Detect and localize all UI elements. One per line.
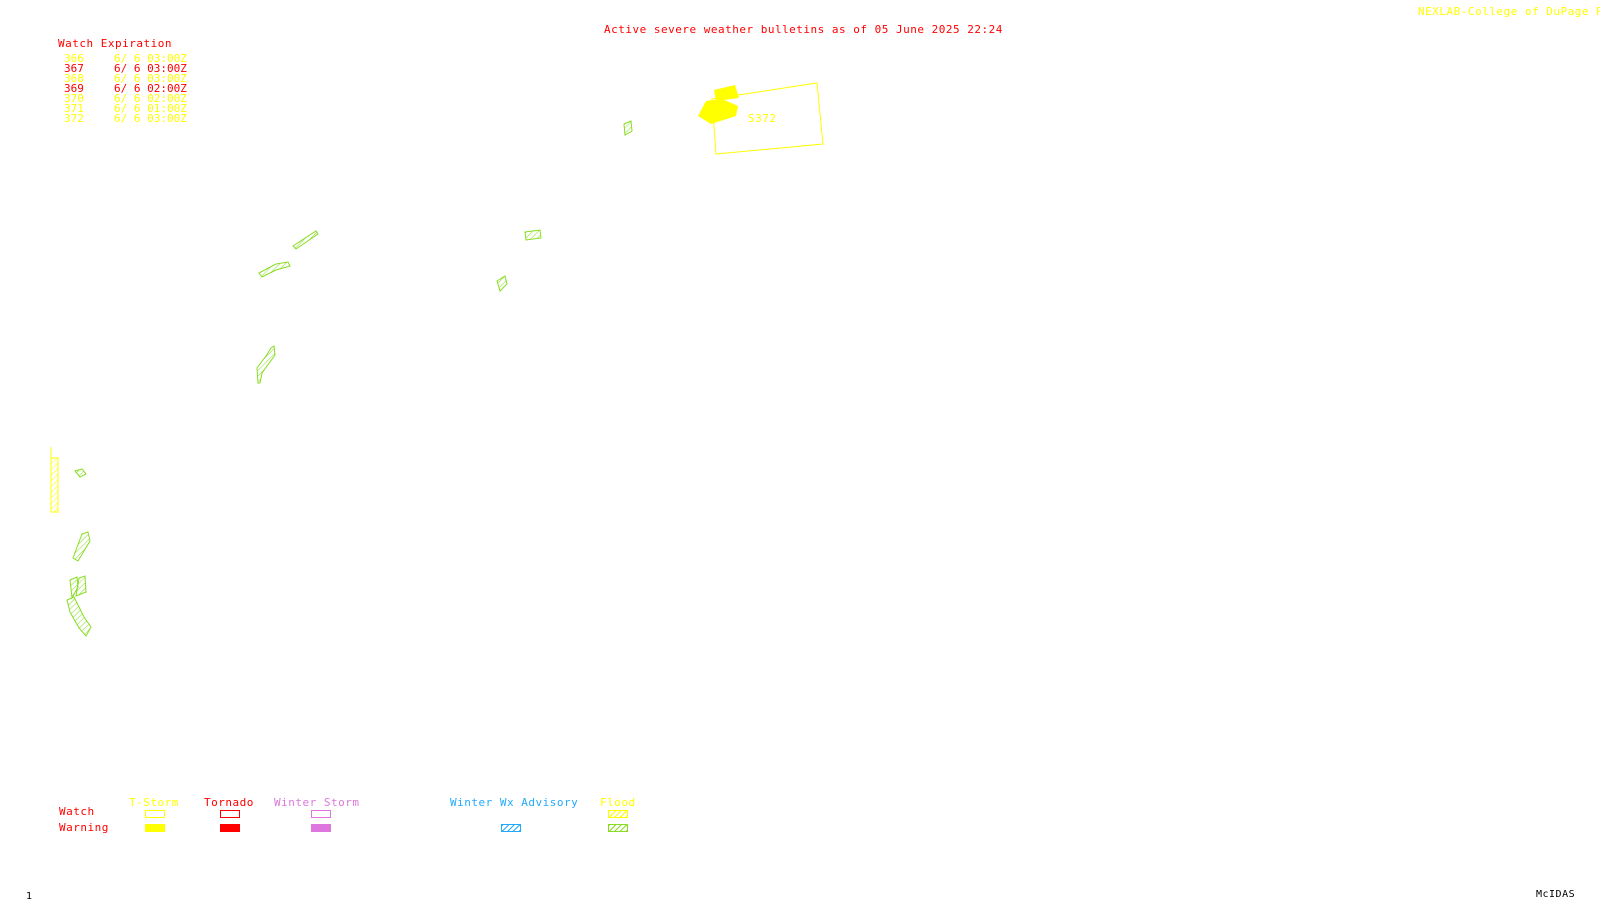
legend-flood-label: Flood bbox=[600, 796, 636, 809]
tstorm-warning-polygon bbox=[698, 99, 738, 124]
watch-row: 370 6/ 6 02:00Z bbox=[64, 92, 194, 105]
watch-id: 367 bbox=[64, 62, 84, 75]
flood-warning-polygon bbox=[256, 345, 276, 384]
credit-label: NEXLAB-College of DuPage ℞ bbox=[1418, 5, 1600, 18]
legend-tstorm-label: T-Storm bbox=[129, 796, 179, 809]
legend-winter-advisory-warning-swatch bbox=[501, 824, 521, 832]
legend-warning-label: Warning bbox=[59, 821, 109, 834]
watch-row: 366 6/ 6 03:00Z bbox=[64, 52, 194, 65]
watch-id: 366 bbox=[64, 52, 84, 65]
watch-row: 372 6/ 6 03:00Z bbox=[64, 112, 194, 125]
watch-expiration: 6/ 6 01:00Z bbox=[114, 102, 187, 115]
software-label: McIDAS bbox=[1536, 889, 1576, 900]
watch-id: 370 bbox=[64, 92, 84, 105]
watch-row: 368 6/ 6 03:00Z bbox=[64, 72, 194, 85]
watch-table-heading: Watch Expiration bbox=[58, 37, 172, 50]
flood-warning-polygon bbox=[623, 120, 633, 136]
watch-row: 371 6/ 6 01:00Z bbox=[64, 102, 194, 115]
watch-box-372 bbox=[711, 82, 824, 155]
watch-expiration: 6/ 6 03:00Z bbox=[114, 62, 187, 75]
tstorm-warning-polygon bbox=[714, 85, 739, 101]
legend-tornado-watch-swatch bbox=[220, 810, 240, 818]
frame-number: 1 bbox=[26, 891, 33, 902]
legend-tornado-warning-swatch bbox=[220, 824, 240, 832]
watch-expiration: 6/ 6 03:00Z bbox=[114, 52, 187, 65]
legend-tstorm-watch-swatch bbox=[145, 810, 165, 818]
flood-warning-polygon bbox=[496, 275, 508, 292]
flood-warning-polygon bbox=[66, 596, 92, 637]
watch-id: 371 bbox=[64, 102, 84, 115]
watch-id: 369 bbox=[64, 82, 84, 95]
legend-tornado-label: Tornado bbox=[204, 796, 254, 809]
flood-warning-polygon bbox=[75, 575, 87, 597]
watch-expiration: 6/ 6 02:00Z bbox=[114, 82, 187, 95]
legend-tstorm-warning-swatch bbox=[145, 824, 165, 832]
flood-warning-polygon bbox=[72, 531, 91, 562]
watch-expiration: 6/ 6 02:00Z bbox=[114, 92, 187, 105]
watch-row: 367 6/ 6 03:00Z bbox=[64, 62, 194, 75]
watch-label: S372 bbox=[748, 112, 777, 125]
flood-warning-polygon bbox=[258, 261, 291, 278]
watch-expiration: 6/ 6 03:00Z bbox=[114, 72, 187, 85]
flood-warning-polygon bbox=[74, 468, 87, 478]
legend-flood-warning-swatch bbox=[608, 824, 628, 832]
legend-winter-storm-warning-swatch bbox=[311, 824, 331, 832]
watch-expiration: 6/ 6 03:00Z bbox=[114, 112, 187, 125]
legend-winter-storm-label: Winter Storm bbox=[274, 796, 360, 809]
legend-winter-storm-watch-swatch bbox=[311, 810, 331, 818]
bulletin-title: Active severe weather bulletins as of 05… bbox=[604, 23, 1003, 36]
watch-id: 368 bbox=[64, 72, 84, 85]
flood-warning-polygon bbox=[524, 229, 542, 241]
legend-watch-label: Watch bbox=[59, 805, 95, 818]
legend-flood-watch-swatch bbox=[608, 810, 628, 818]
watch-row: 369 6/ 6 02:00Z bbox=[64, 82, 194, 95]
legend-winter-advisory-label: Winter Wx Advisory bbox=[450, 796, 579, 809]
flood-watch-polygon bbox=[50, 457, 59, 513]
watch-id: 372 bbox=[64, 112, 84, 125]
flood-warning-polygon bbox=[292, 230, 319, 250]
